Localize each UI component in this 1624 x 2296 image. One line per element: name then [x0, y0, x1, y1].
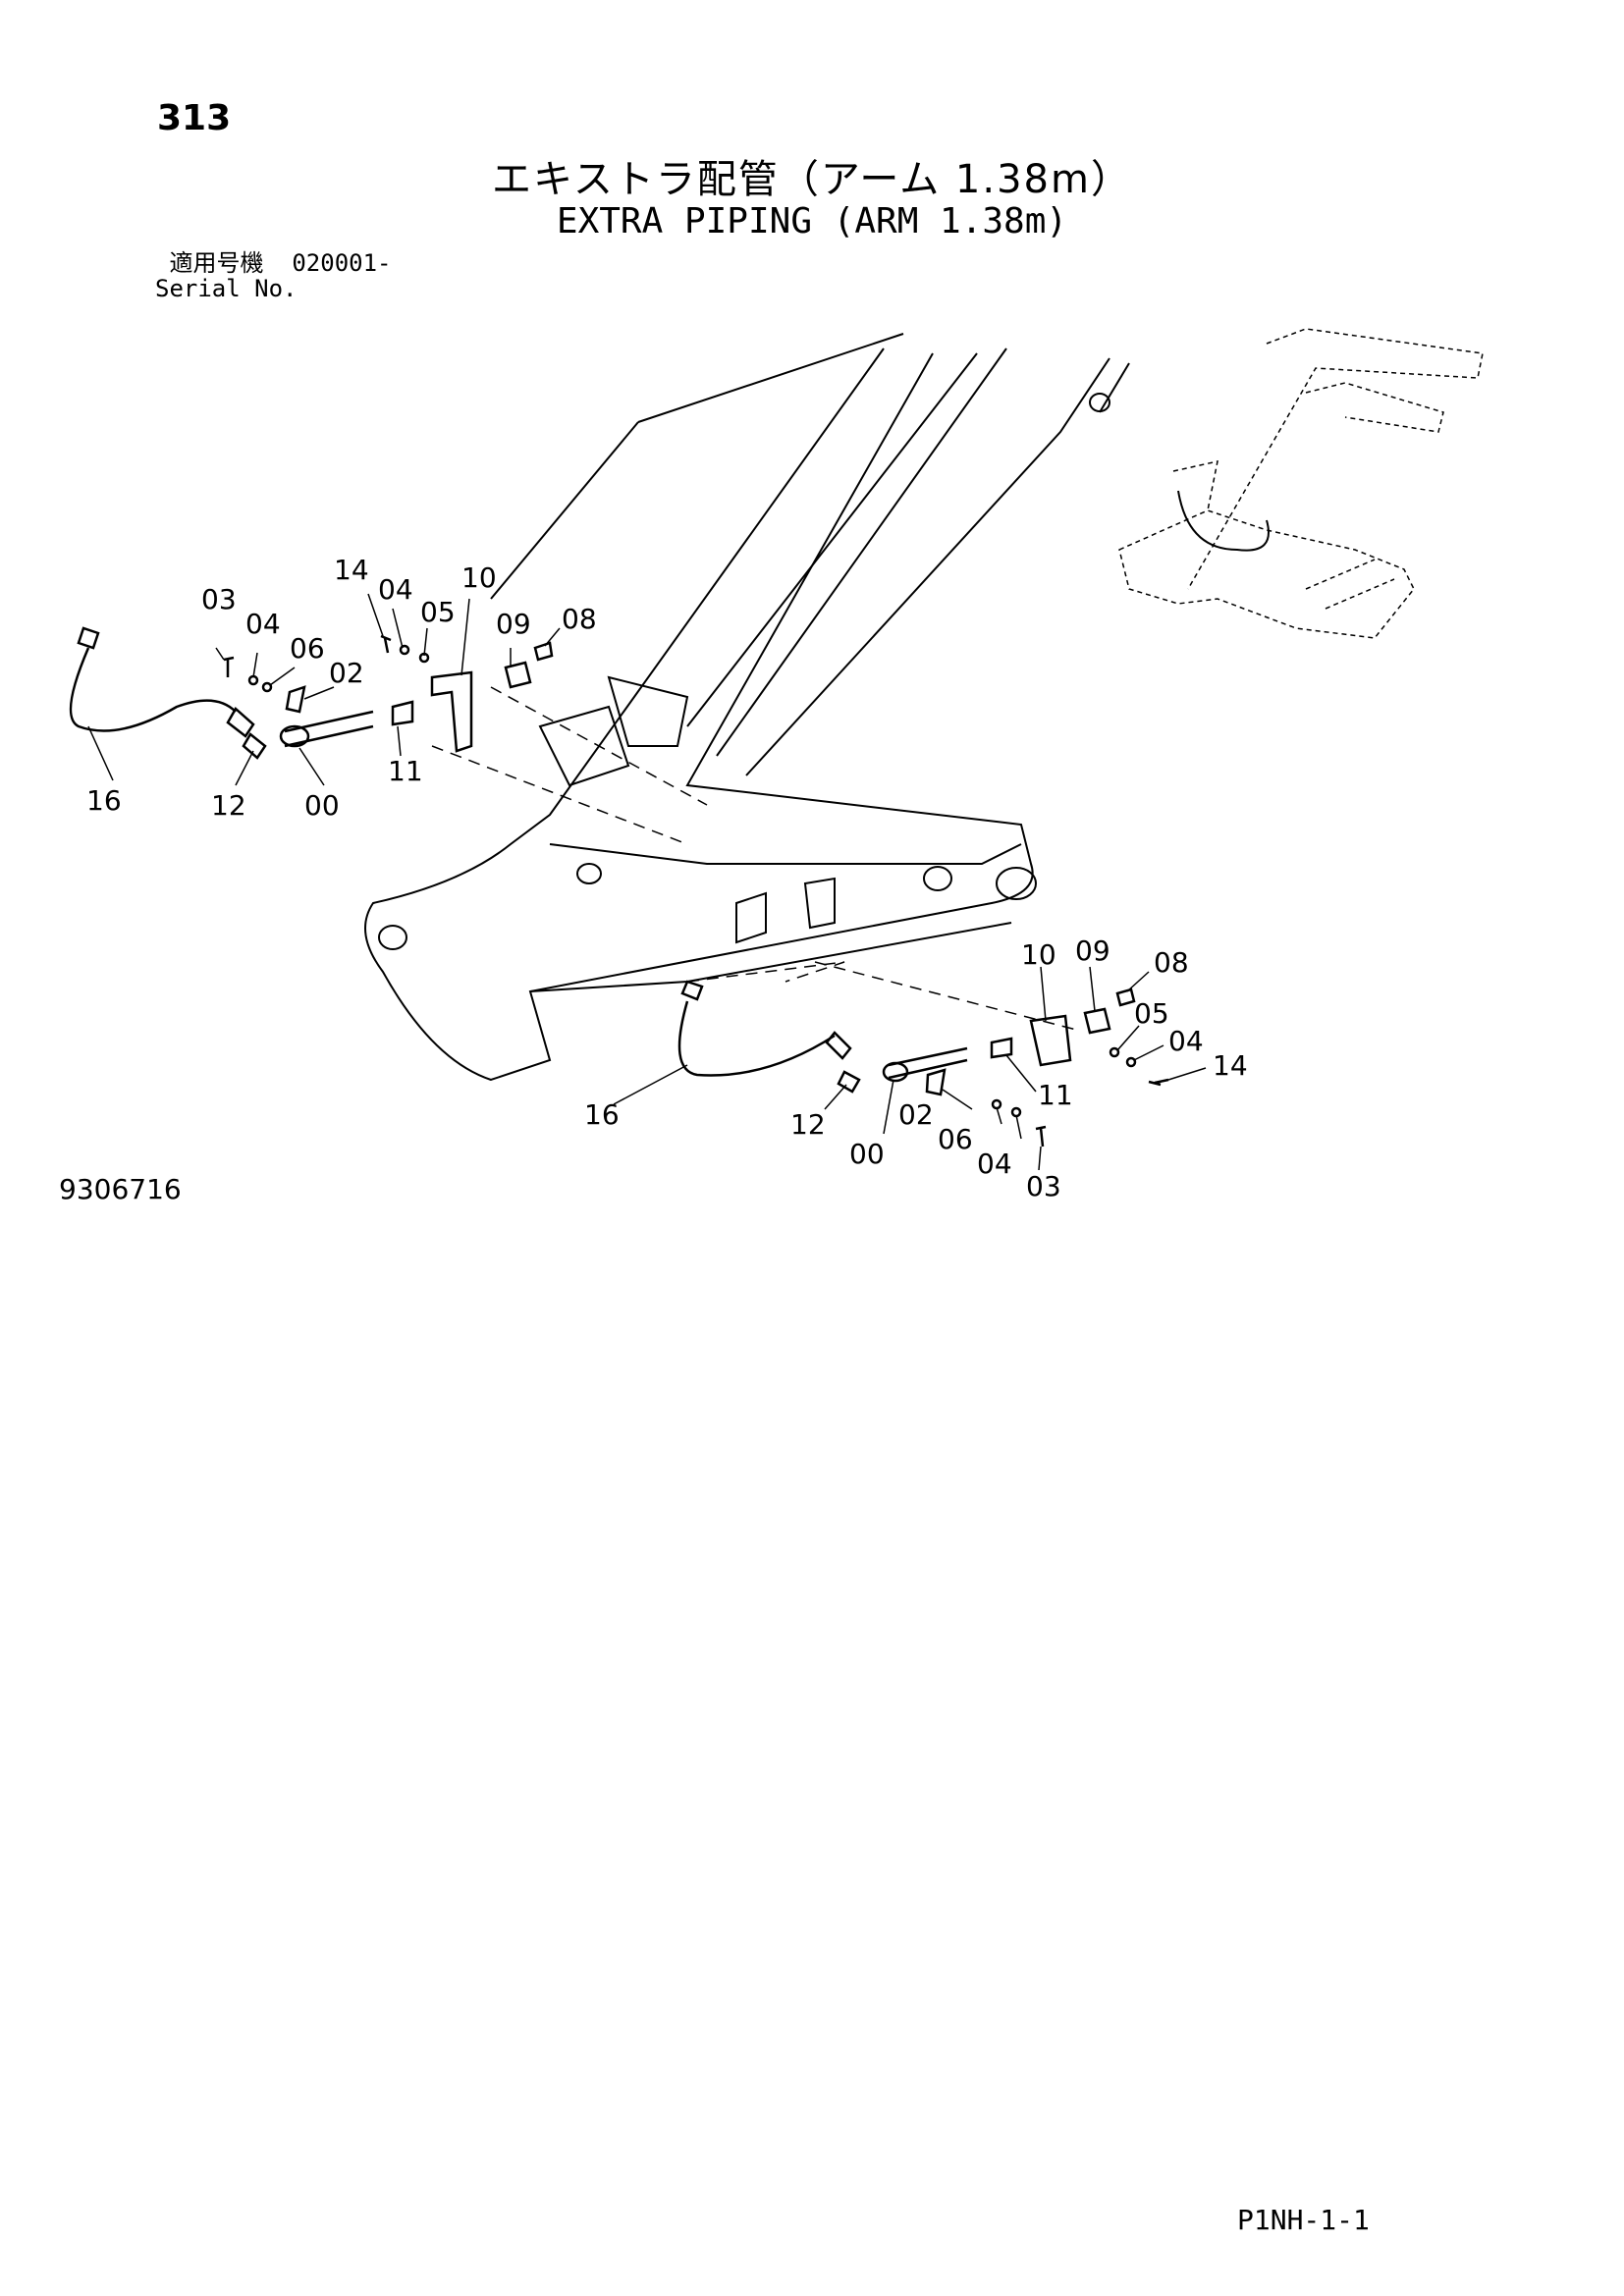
right-bulkhead-09 — [1083, 1007, 1111, 1035]
callouts-right: 10 09 08 05 04 14 11 02 06 04 03 00 12 1… — [584, 934, 1248, 1202]
callout-02-left: 02 — [329, 657, 364, 689]
callout-06-left: 06 — [290, 632, 325, 665]
serial-label-en: Serial No. — [155, 275, 298, 302]
callout-05-left: 05 — [420, 596, 456, 628]
arm-pin-hole-3 — [576, 863, 602, 884]
left-bulkhead-09 — [504, 661, 532, 689]
right-hose-fitting — [680, 980, 852, 1060]
arm-curve — [490, 333, 904, 600]
right-nut-00 — [882, 1061, 909, 1083]
leader-lines — [87, 593, 1207, 1171]
callout-06-right: 06 — [938, 1123, 973, 1155]
left-hose-fitting — [77, 626, 255, 738]
right-bracket-10 — [1029, 1014, 1072, 1067]
inset-hydraulic-lines — [1177, 490, 1270, 552]
left-washer-04b — [399, 644, 410, 656]
page-number: 313 — [157, 98, 232, 138]
right-washer-06 — [991, 1098, 1002, 1110]
title-english: EXTRA PIPING (ARM 1.38m) — [556, 201, 1068, 241]
right-washer-05 — [1109, 1046, 1120, 1058]
arm-outline — [364, 347, 1034, 1082]
callout-02-right: 02 — [898, 1098, 934, 1131]
right-elbow-12 — [837, 1070, 861, 1094]
left-clamp-06 — [285, 685, 306, 714]
left-nut-00 — [279, 724, 310, 748]
right-pipe-00 — [888, 1046, 968, 1080]
callout-00-left: 00 — [304, 789, 340, 822]
parts-diagram: 03 04 06 02 14 04 05 10 09 08 11 00 12 1… — [69, 328, 1484, 1202]
arm-bracket — [549, 843, 1022, 865]
arm-pin-hole-4 — [378, 925, 407, 950]
callout-14-left: 14 — [334, 554, 369, 586]
right-cap-08 — [1115, 988, 1136, 1007]
callout-08-left: 08 — [562, 603, 597, 635]
left-bracket-10 — [430, 670, 473, 753]
callout-04a-left: 04 — [245, 608, 281, 640]
right-hose — [677, 1000, 836, 1077]
drawing-number: 9306716 — [59, 1173, 182, 1205]
left-bolt-14 — [380, 634, 392, 654]
excavator-inset — [1118, 328, 1484, 639]
callout-14-right: 14 — [1213, 1049, 1248, 1082]
callout-10-left: 10 — [461, 561, 497, 594]
callout-04b-right: 04 — [977, 1148, 1012, 1180]
arm-drawing — [364, 333, 1130, 1082]
page-code: P1NH-1-1 — [1237, 2204, 1370, 2236]
callout-00-right: 00 — [849, 1138, 885, 1170]
title-japanese: エキストラ配管（アーム 1.38m） — [492, 157, 1132, 202]
callout-12-right: 12 — [790, 1108, 826, 1141]
left-washer-06 — [261, 681, 273, 693]
callout-12-left: 12 — [211, 789, 246, 822]
right-bolt-03 — [1035, 1125, 1047, 1148]
callout-05-right: 05 — [1134, 997, 1169, 1030]
serial-block: 適用号機 020001- Serial No. — [155, 250, 392, 301]
callout-08-right: 08 — [1154, 946, 1189, 979]
left-cap-08 — [533, 641, 554, 662]
left-hose — [69, 647, 237, 732]
arm-pin-hole-5 — [1089, 393, 1110, 412]
callout-04b-left: 04 — [378, 573, 413, 606]
callout-10-right: 10 — [1021, 938, 1056, 971]
callout-11-right: 11 — [1038, 1079, 1073, 1111]
callouts-left: 03 04 06 02 14 04 05 10 09 08 11 00 12 1… — [86, 554, 597, 822]
arm-tab-2 — [803, 877, 836, 930]
arm-pin-hole-2 — [996, 867, 1037, 900]
dashed-leaders — [431, 686, 1081, 1032]
callout-16-right: 16 — [584, 1098, 620, 1131]
right-union-11 — [990, 1037, 1013, 1059]
right-clamp-02 — [925, 1068, 947, 1096]
callout-09-right: 09 — [1075, 934, 1110, 967]
left-bolt-03 — [223, 656, 235, 677]
callout-09-left: 09 — [496, 608, 531, 640]
callout-03-left: 03 — [201, 583, 237, 615]
arm-upper-edge — [716, 347, 1130, 776]
arm-inner-line — [686, 352, 978, 727]
left-union-11 — [391, 700, 414, 726]
callout-04a-right: 04 — [1168, 1025, 1204, 1057]
callout-16-left: 16 — [86, 784, 122, 817]
callout-03-right: 03 — [1026, 1170, 1061, 1202]
right-washer-04b — [1010, 1106, 1022, 1118]
right-washer-04a — [1125, 1056, 1137, 1068]
right-bolt-14 — [1148, 1078, 1169, 1087]
serial-value: 020001- — [292, 249, 392, 277]
serial-row-jp: 適用号機 020001- — [155, 249, 392, 277]
left-pipe-00 — [284, 710, 374, 748]
arm-pin-hole-1 — [923, 866, 952, 891]
serial-label-jp: 適用号機 — [169, 249, 264, 277]
callout-11-left: 11 — [388, 755, 423, 787]
arm-boss — [538, 675, 689, 787]
left-elbow-12 — [242, 732, 267, 760]
arm-bottom — [529, 922, 1012, 992]
arm-tab-1 — [735, 891, 767, 944]
left-washer-04a — [247, 674, 259, 686]
